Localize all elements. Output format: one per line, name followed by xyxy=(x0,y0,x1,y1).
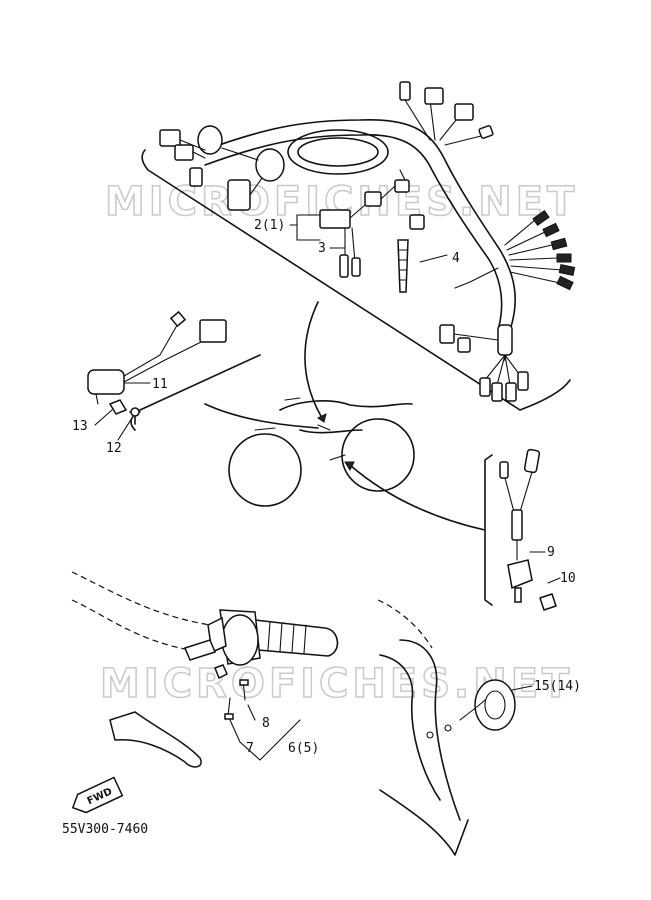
callout-11: 11 xyxy=(152,377,168,392)
callout-4: 4 xyxy=(452,251,460,266)
diagram-part-number: 55V300-7460 xyxy=(62,822,148,837)
callout-7: 7 xyxy=(246,741,254,756)
motorcycle-outline xyxy=(228,397,415,507)
callout-8: 8 xyxy=(262,716,270,731)
callout-3: 3 xyxy=(318,241,326,256)
flasher-relay-assembly xyxy=(87,310,261,431)
callout-12: 12 xyxy=(106,441,122,456)
callout-6: 6(5) xyxy=(288,741,319,756)
callout-10: 10 xyxy=(560,571,576,586)
forward-arrow-icon: FWD xyxy=(71,776,124,814)
callout-15: 15(14) xyxy=(534,679,581,694)
callout-9: 9 xyxy=(547,545,555,560)
wire-harness-assembly xyxy=(141,81,576,411)
grommet-assembly xyxy=(377,599,516,856)
callout-13: 13 xyxy=(72,419,88,434)
callout-2: 2(1) xyxy=(254,218,285,233)
handlebar-switch-assembly xyxy=(71,571,339,768)
neutral-switch-assembly xyxy=(484,448,557,611)
